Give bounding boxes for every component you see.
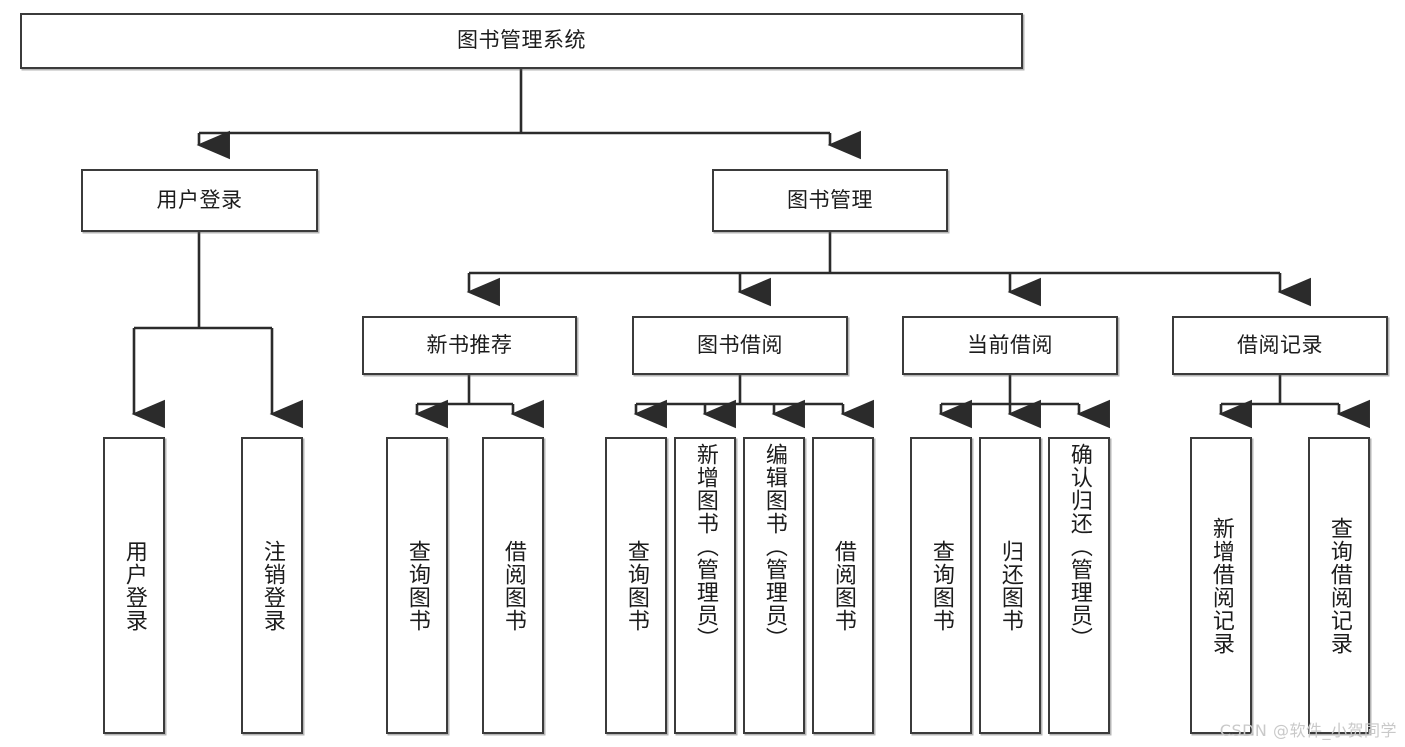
node-leaf-borrow-book-2[interactable]: 借阅图书 [812, 437, 874, 734]
node-leaf-return-book[interactable]: 归还图书 [979, 437, 1041, 734]
node-leaf-query-book-1-label: 查询图书 [404, 539, 430, 632]
node-leaf-query-book-2[interactable]: 查询图书 [605, 437, 667, 734]
node-leaf-add-record-label: 新增借阅记录 [1208, 516, 1234, 655]
node-leaf-query-book-3-label: 查询图书 [928, 539, 954, 632]
node-leaf-borrow-book-1-label: 借阅图书 [500, 539, 526, 632]
node-leaf-return-book-label: 归还图书 [997, 539, 1023, 632]
node-user-login[interactable]: 用户登录 [81, 169, 318, 232]
node-leaf-edit-book[interactable]: 编辑图书（管理员） [743, 437, 805, 734]
node-current-borrow[interactable]: 当前借阅 [902, 316, 1118, 375]
node-user-login-label: 用户登录 [156, 187, 243, 212]
node-root-label: 图书管理系统 [457, 28, 586, 53]
node-borrow-record-label: 借阅记录 [1237, 332, 1323, 357]
node-book-manage-label: 图书管理 [787, 187, 873, 212]
node-leaf-query-record-label: 查询借阅记录 [1326, 516, 1352, 655]
node-leaf-logout-login[interactable]: 注销登录 [241, 437, 303, 734]
node-leaf-user-login-label: 用户登录 [121, 539, 147, 632]
node-leaf-borrow-book-2-label: 借阅图书 [830, 539, 856, 632]
node-leaf-query-book-2-label: 查询图书 [623, 539, 649, 632]
node-current-borrow-label: 当前借阅 [967, 332, 1053, 357]
node-leaf-add-book-label: 新增图书（管理员） [692, 443, 718, 650]
node-book-manage[interactable]: 图书管理 [712, 169, 948, 232]
node-new-book-recommend[interactable]: 新书推荐 [362, 316, 577, 375]
node-book-borrow-label: 图书借阅 [697, 332, 783, 357]
node-leaf-user-login[interactable]: 用户登录 [103, 437, 165, 734]
node-book-borrow[interactable]: 图书借阅 [632, 316, 848, 375]
node-leaf-add-record[interactable]: 新增借阅记录 [1190, 437, 1252, 734]
node-borrow-record[interactable]: 借阅记录 [1172, 316, 1388, 375]
node-leaf-query-record[interactable]: 查询借阅记录 [1308, 437, 1370, 734]
node-leaf-add-book[interactable]: 新增图书（管理员） [674, 437, 736, 734]
node-leaf-edit-book-label: 编辑图书（管理员） [761, 443, 787, 650]
node-leaf-borrow-book-1[interactable]: 借阅图书 [482, 437, 544, 734]
node-leaf-query-book-1[interactable]: 查询图书 [386, 437, 448, 734]
node-leaf-confirm-return-label: 确认归还（管理员） [1066, 443, 1092, 650]
node-leaf-query-book-3[interactable]: 查询图书 [910, 437, 972, 734]
node-new-book-recommend-label: 新书推荐 [426, 332, 513, 357]
node-leaf-logout-login-label: 注销登录 [259, 539, 285, 632]
node-leaf-confirm-return[interactable]: 确认归还（管理员） [1048, 437, 1110, 734]
node-root[interactable]: 图书管理系统 [20, 13, 1023, 69]
